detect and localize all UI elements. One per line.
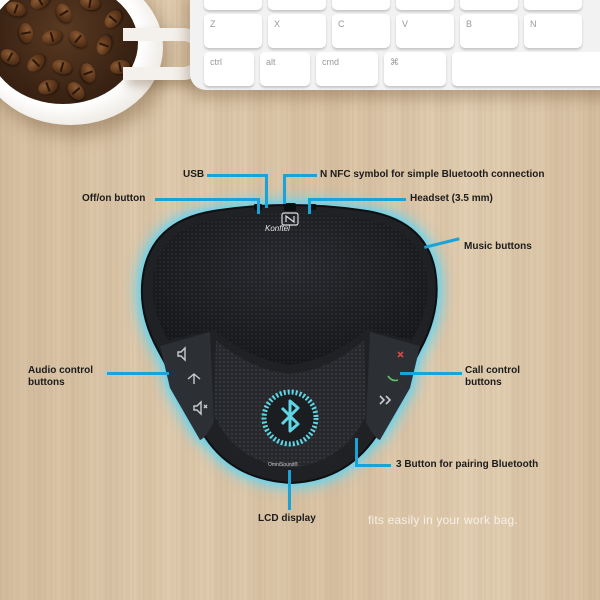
audio-control-leader-line — [107, 372, 169, 375]
key-top — [268, 0, 326, 10]
key-x: X — [268, 14, 326, 48]
coffee-cup — [0, 0, 209, 125]
nfc-leader-line — [283, 174, 286, 204]
off-on-label: Off/on button — [82, 193, 146, 204]
device-brand: Konftel — [265, 224, 290, 233]
key-space — [452, 52, 600, 86]
call-control-label-line1: Call control — [465, 365, 521, 376]
caption-text: fits easily in your work bag. — [368, 513, 518, 527]
headset-leader-line — [308, 198, 406, 201]
pairing-leader-line — [355, 438, 358, 466]
key-n: N — [524, 14, 582, 48]
speaker-body — [140, 203, 438, 485]
keyboard: Z X C V B N ctrl alt cmd ⌘ — [190, 0, 600, 90]
nfc-label: N NFC symbol for simple Bluetooth connec… — [320, 169, 545, 180]
coffee-beans — [0, 0, 138, 104]
audio-control-label-line2: buttons — [28, 377, 65, 388]
key-cmd-symbol: ⌘ — [384, 52, 446, 86]
headset-leader-line — [308, 198, 311, 214]
pairing-leader-line — [355, 464, 391, 467]
audio-control-label: Audio control buttons — [28, 365, 93, 389]
off-on-leader-line — [155, 198, 260, 201]
key-b: B — [460, 14, 518, 48]
key-top — [460, 0, 518, 10]
key-top — [524, 0, 582, 10]
key-v: V — [396, 14, 454, 48]
call-control-label: Call control buttons — [465, 365, 520, 389]
lcd-leader-line — [288, 470, 291, 510]
key-top — [396, 0, 454, 10]
key-c: C — [332, 14, 390, 48]
music-label: Music buttons — [464, 241, 532, 252]
konftel-speaker: Konftel OmniSound® — [130, 200, 450, 485]
audio-control-label-line1: Audio control — [28, 365, 93, 376]
call-control-label-line2: buttons — [465, 377, 502, 388]
nfc-leader-line — [283, 174, 317, 177]
key-z: Z — [204, 14, 262, 48]
call-control-leader-line — [400, 372, 462, 375]
pairing-label: 3 Button for pairing Bluetooth — [396, 459, 539, 470]
usb-label: USB — [183, 169, 205, 180]
headset-label: Headset (3.5 mm) — [410, 193, 493, 204]
key-top — [204, 0, 262, 10]
key-top — [332, 0, 390, 10]
usb-leader-line — [265, 174, 268, 208]
key-alt: alt — [260, 52, 310, 86]
usb-leader-line — [207, 174, 268, 177]
device-certification: OmniSound® — [268, 462, 299, 468]
key-cmd: cmd — [316, 52, 378, 86]
off-on-leader-line — [257, 198, 260, 214]
key-ctrl: ctrl — [204, 52, 254, 86]
lcd-label: LCD display — [258, 513, 316, 524]
